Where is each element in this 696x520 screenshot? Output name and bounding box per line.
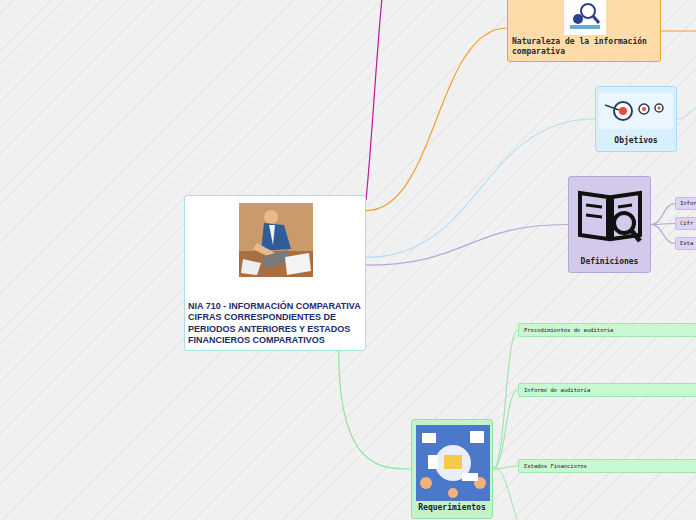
subtopic-label: Esta [675, 237, 696, 250]
icon [564, 0, 606, 35]
node-text: Esta [680, 240, 693, 247]
node-text: Infor [680, 200, 696, 207]
topic-box: Requerimientos [411, 419, 493, 519]
subtopic-label: Estados Financieros [518, 459, 696, 473]
branch-line [677, 108, 696, 119]
central-topic: NIA 710 - INFORMACIÓN COMPARATIVA CIFRAS… [184, 195, 366, 351]
topic-box: Objetivos [595, 86, 677, 152]
branch-connector [493, 466, 518, 469]
icon [416, 425, 490, 501]
topic-box: Definiciones [568, 176, 651, 273]
subtopic-label: Infor [675, 197, 696, 210]
branch-connector [651, 225, 675, 244]
branch-connector [493, 330, 518, 469]
node-text: Cifr [680, 220, 693, 227]
branch-connector [339, 351, 411, 469]
subtopic-label: Procedimientos de auditoría [518, 323, 696, 337]
branch-line [366, 0, 382, 200]
node-text: Requerimientos [418, 503, 485, 513]
node-text: Objetivos [614, 136, 657, 146]
branch-connector [651, 224, 675, 225]
topic-box: Naturaleza de la información comparativa [507, 0, 661, 62]
branch-connector [366, 28, 507, 211]
branch-connector [366, 119, 595, 257]
icon [239, 203, 313, 277]
branch-line [493, 467, 518, 520]
node-text: Estados Financieros [524, 463, 587, 470]
branch-line [661, 31, 696, 32]
node-text: Procedimientos de auditoría [524, 327, 613, 334]
icon [599, 93, 673, 129]
branch-connector [366, 225, 568, 266]
branch-connector [493, 390, 518, 469]
node-text: NIA 710 - INFORMACIÓN COMPARATIVA CIFRAS… [188, 301, 361, 346]
subtopic-label: Cifr [675, 217, 696, 230]
node-text: Informe de auditoría [524, 387, 590, 394]
subtopic-label: Informe de auditoría [518, 383, 696, 397]
node-text: Definiciones [581, 257, 639, 267]
node-text: Naturaleza de la información comparativa [512, 37, 656, 57]
icon [574, 183, 646, 249]
branch-connector [651, 204, 675, 225]
